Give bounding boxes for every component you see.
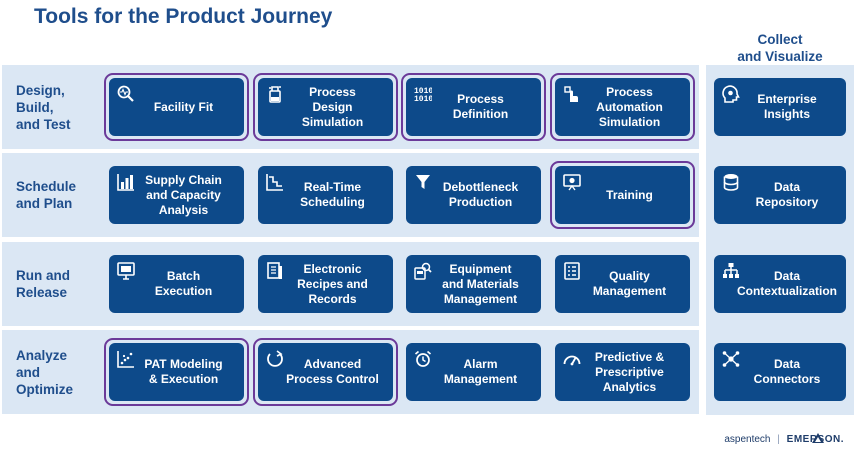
tool-tile-label: Process Definition xyxy=(452,92,509,121)
tool-tile-label: Debottleneck Production xyxy=(442,180,519,209)
tool-tile-label: Process Design Simulation xyxy=(301,84,364,129)
tool-tile-label: Batch Execution xyxy=(154,269,213,298)
tool-tile-real-time-scheduling[interactable]: Real-Time Scheduling xyxy=(258,166,393,224)
tool-tile-data-connectors[interactable]: Data Connectors xyxy=(714,343,846,401)
tool-tile-label: Quality Management xyxy=(592,269,667,298)
tool-tile-label: Supply Chain and Capacity Analysis xyxy=(145,172,222,217)
tool-tile-label: Process Automation Simulation xyxy=(596,84,663,129)
cycle-arrows-icon xyxy=(267,350,283,367)
tool-tile-data-contextualization[interactable]: Data Contextualization xyxy=(714,255,846,313)
tool-tile-label: Real-Time Scheduling xyxy=(300,180,365,209)
tool-tile-alarm-management[interactable]: Alarm Management xyxy=(406,343,541,401)
stage-label: Schedule and Plan xyxy=(16,179,77,211)
tool-tile-label: Training xyxy=(606,187,653,202)
hierarchy-icon xyxy=(723,263,739,278)
checklist-icon xyxy=(564,262,580,280)
tool-tile-training[interactable]: Training xyxy=(555,166,690,224)
tool-tile-quality-management[interactable]: Quality Management xyxy=(555,255,690,313)
highlight-frame xyxy=(550,73,695,141)
tool-tile-label: Enterprise Insights xyxy=(757,92,817,121)
tool-tile-label: Equipment and Materials Management xyxy=(442,261,519,306)
brand-footer: aspentech | EMERSON. xyxy=(724,434,844,445)
presentation-icon xyxy=(563,174,581,191)
highlight-frame xyxy=(550,161,695,229)
highlight-frame xyxy=(104,338,249,406)
database-icon xyxy=(723,174,739,191)
svg-text:1010: 1010 xyxy=(414,87,432,96)
tool-tile-predictive-and-prescriptive-analytics[interactable]: Predictive & Prescriptive Analytics xyxy=(555,343,690,401)
funnel-icon xyxy=(416,175,430,189)
page-title: Tools for the Product Journey xyxy=(34,5,333,28)
tool-tile-batch-execution[interactable]: Batch Execution xyxy=(109,255,244,313)
aspentech-logo: aspentech xyxy=(724,434,771,445)
highlight-frame xyxy=(104,73,249,141)
tool-tile-data-repository[interactable]: Data Repository xyxy=(714,166,846,224)
tool-tile-label: Facility Fit xyxy=(153,99,214,114)
tool-tile-label: Alarm Management xyxy=(443,357,518,386)
tool-tile-process-automation-simulation[interactable]: Process Automation Simulation xyxy=(555,78,690,136)
magnifier-pulse-icon xyxy=(117,85,134,102)
tool-tile-enterprise-insights[interactable]: Enterprise Insights xyxy=(714,78,846,136)
emerson-mark-icon xyxy=(812,433,824,443)
highlight-frame xyxy=(253,73,398,141)
tool-tile-label: Data Contextualization xyxy=(736,269,837,298)
tool-tile-label: Data Repository xyxy=(755,180,819,209)
tool-tile-label: Data Connectors xyxy=(753,357,821,386)
document-icon xyxy=(267,262,282,279)
head-gear-icon xyxy=(722,85,740,103)
tool-tile-label: Advanced Process Control xyxy=(286,357,379,386)
tool-tile-supply-chain-and-capacity-analysis[interactable]: Supply Chain and Capacity Analysis xyxy=(109,166,244,224)
bar-chart-icon xyxy=(117,174,134,191)
brand-separator: | xyxy=(777,434,780,445)
stage-label: Design, Build, and Test xyxy=(16,82,71,132)
highlight-frame xyxy=(253,338,398,406)
tool-tile-equipment-and-materials-management[interactable]: Equipment and Materials Management xyxy=(406,255,541,313)
stage-label: Analyze and Optimize xyxy=(16,347,74,397)
scatter-plot-icon xyxy=(117,351,134,368)
collect-visualize-header: Collect and Visualize xyxy=(737,32,823,64)
tool-tile-pat-modeling-and-execution[interactable]: PAT Modeling & Execution xyxy=(109,343,244,401)
tool-tile-process-design-simulation[interactable]: Process Design Simulation xyxy=(258,78,393,136)
stage-label: Run and Release xyxy=(16,268,70,300)
flask-icon xyxy=(269,86,281,103)
monitor-icon xyxy=(117,262,135,280)
alarm-clock-icon xyxy=(414,350,432,367)
tool-tile-label: Predictive & Prescriptive Analytics xyxy=(594,349,665,394)
highlight-frame xyxy=(401,73,546,141)
tool-tile-facility-fit[interactable]: Facility Fit xyxy=(109,78,244,136)
hand-cursor-icon xyxy=(564,86,578,102)
tool-tile-label: PAT Modeling & Execution xyxy=(144,357,223,386)
tool-tile-advanced-process-control[interactable]: Advanced Process Control xyxy=(258,343,393,401)
tool-tile-label: Electronic Recipes and Records xyxy=(297,261,368,306)
svg-text:1010: 1010 xyxy=(414,95,432,103)
tool-tile-debottleneck-production[interactable]: Debottleneck Production xyxy=(406,166,541,224)
gauge-icon xyxy=(563,355,581,366)
network-nodes-icon xyxy=(722,351,740,367)
tool-tile-electronic-recipes-and-records[interactable]: Electronic Recipes and Records xyxy=(258,255,393,313)
equipment-search-icon xyxy=(414,262,432,280)
step-chart-icon xyxy=(266,174,283,191)
